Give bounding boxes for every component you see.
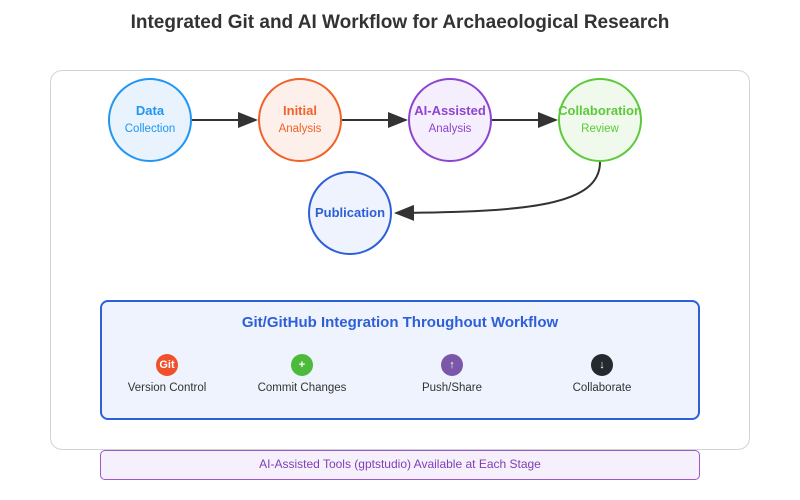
node-subtitle: Collection — [124, 123, 176, 135]
node-ai-assisted-analysis: AI-Assisted Analysis — [408, 78, 492, 162]
tool-push-share: ↑ Push/Share — [387, 354, 517, 394]
tool-version-control: Git Version Control — [102, 354, 232, 394]
tool-label: Push/Share — [421, 382, 483, 394]
workflow-arrows — [192, 112, 601, 221]
tool-label: Version Control — [127, 382, 207, 394]
git-panel-title: Git/GitHub Integration Throughout Workfl… — [241, 314, 559, 331]
node-collaboration-review: Collaboration Review — [558, 78, 642, 162]
node-title: Data — [135, 103, 165, 118]
diagram-title: Integrated Git and AI Workflow for Archa… — [130, 12, 670, 33]
tool-label: Commit Changes — [257, 382, 347, 394]
node-title: Initial — [283, 103, 317, 118]
ai-tools-banner: AI-Assisted Tools (gptstudio) Available … — [100, 450, 700, 480]
node-data-collection: Data Collection — [108, 78, 192, 162]
node-publication: Publication — [308, 171, 392, 255]
arrow-collab-to-publication — [394, 161, 601, 221]
node-title: Collaboration — [558, 103, 642, 118]
tool-collaborate: ↓ Collaborate — [537, 354, 667, 394]
node-subtitle: Analysis — [278, 123, 322, 135]
arrow-up-icon: ↑ — [441, 354, 463, 376]
node-subtitle: Analysis — [428, 123, 472, 135]
tool-commit-changes: + Commit Changes — [237, 354, 367, 394]
plus-icon: + — [291, 354, 313, 376]
node-title: Publication — [314, 205, 386, 220]
tool-label: Collaborate — [572, 382, 632, 394]
node-initial-analysis: Initial Analysis — [258, 78, 342, 162]
arrow-down-icon: ↓ — [591, 354, 613, 376]
node-subtitle: Review — [581, 123, 619, 135]
git-icon: Git — [156, 354, 178, 376]
git-integration-panel: Git/GitHub Integration Throughout Workfl… — [100, 300, 700, 420]
node-title: AI-Assisted — [414, 103, 486, 118]
